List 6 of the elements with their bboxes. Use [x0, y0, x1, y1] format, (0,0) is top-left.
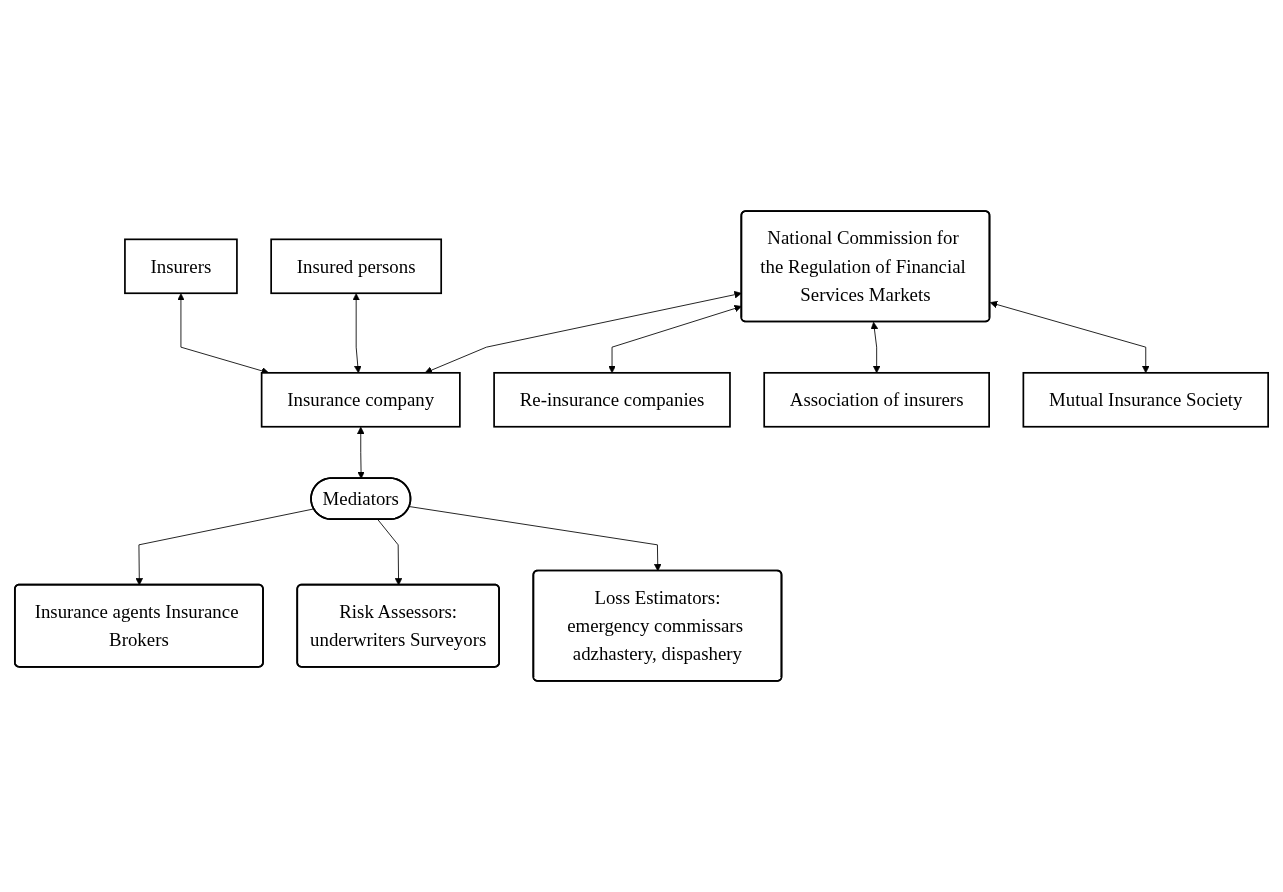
node-box: Insured persons — [270, 238, 443, 295]
node-box: Re-insurance companies — [493, 372, 731, 428]
node-box: Insurers — [124, 238, 238, 295]
node-box: Insurance company — [260, 372, 461, 428]
node-box: Association of insurers — [763, 372, 990, 428]
node-box: Mutual Insurance Society — [1022, 372, 1269, 428]
